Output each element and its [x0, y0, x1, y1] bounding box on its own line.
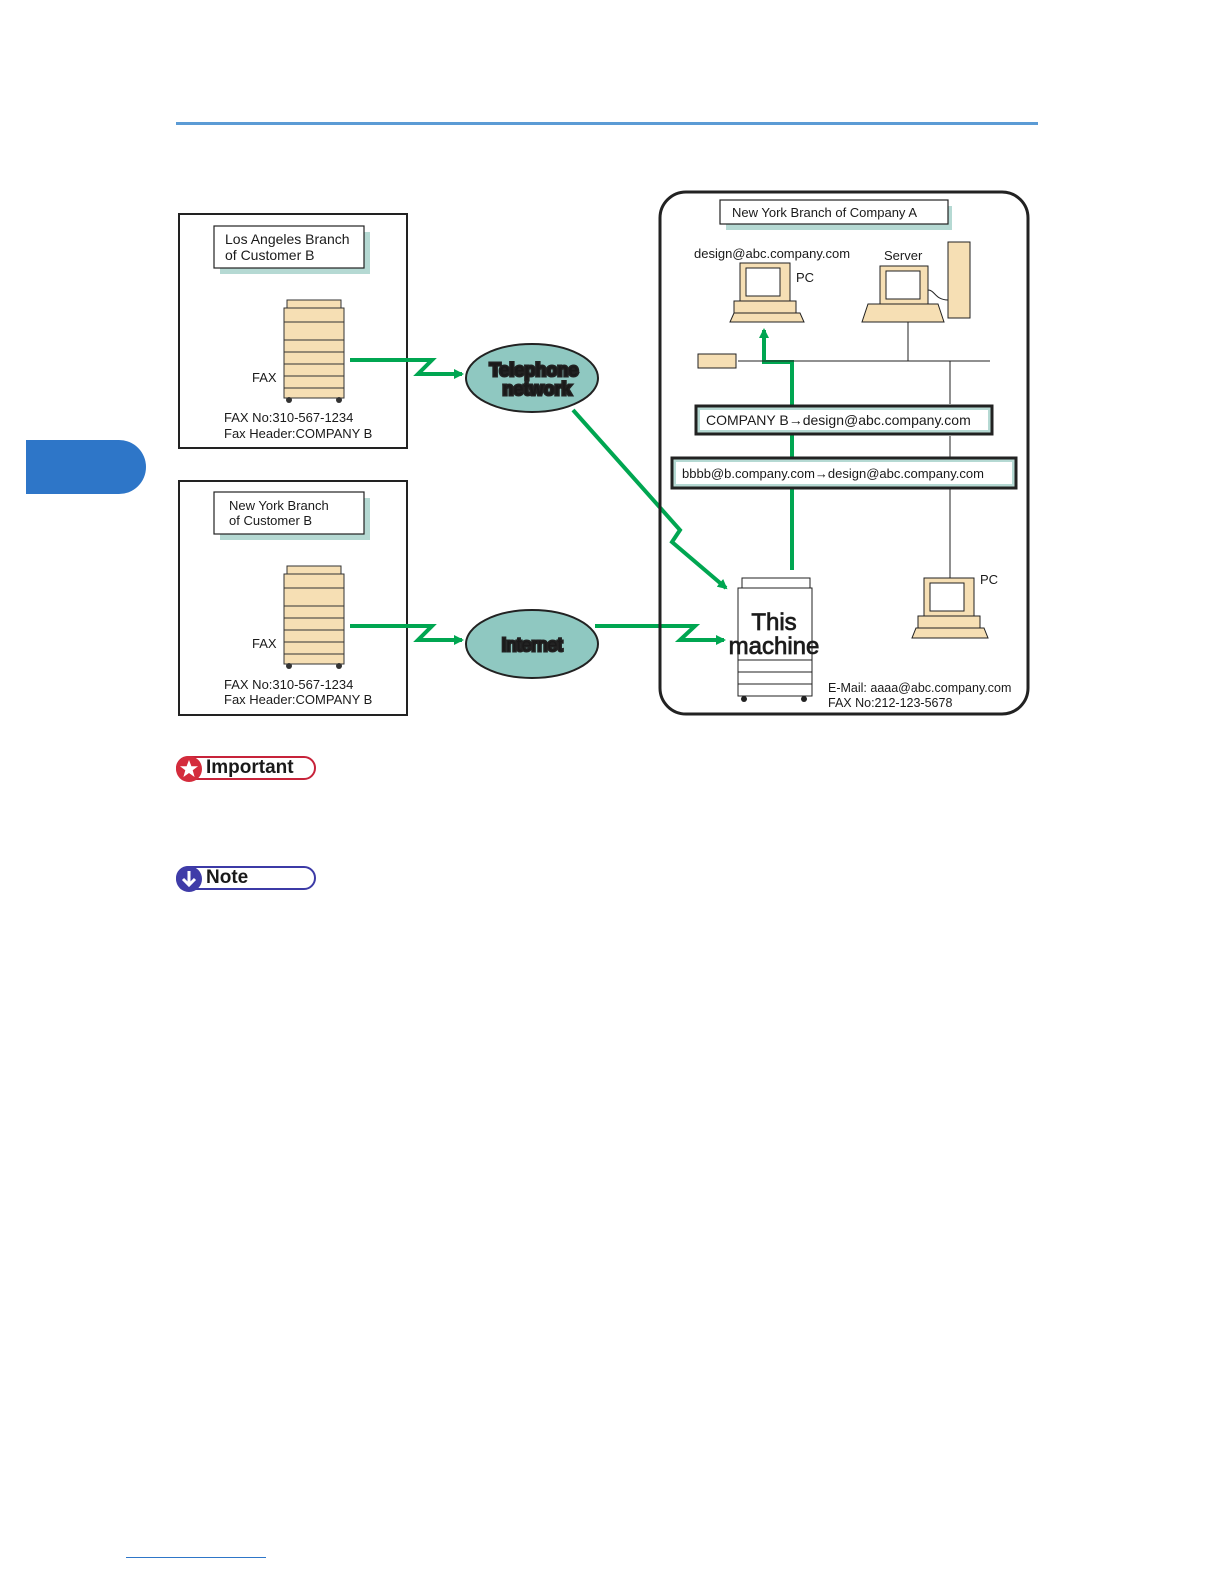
ny-customer-title-1: New York Branch — [229, 498, 329, 513]
ny-customer-title-2: of Customer B — [229, 513, 312, 528]
la-fax-label: FAX — [252, 370, 277, 385]
note-badge: Note — [176, 866, 316, 892]
server-icon — [861, 241, 971, 323]
internet-bubble: Internet — [465, 609, 599, 679]
important-label: Important — [206, 757, 294, 778]
fax-machine-icon — [283, 299, 345, 403]
pc-icon — [911, 577, 989, 639]
route-fax-text: COMPANY B→design@abc.company.com — [706, 412, 971, 428]
route-email-box: bbbb@b.company.com→design@abc.company.co… — [670, 456, 1018, 490]
note-label: Note — [206, 867, 249, 888]
machine-label-1: This — [751, 609, 796, 636]
pc-label-bottom: PC — [980, 572, 998, 587]
telephone-label-1: Telephone — [490, 360, 579, 380]
company-a-title: New York Branch of Company A — [732, 205, 917, 220]
important-badge: Important — [176, 756, 316, 782]
telephone-label-2: network — [502, 379, 572, 399]
la-branch-box: Los Angeles Branch of Customer B FAX FAX… — [178, 213, 408, 449]
network-diagram: Los Angeles Branch of Customer B FAX FAX… — [178, 190, 1030, 716]
header-rule — [176, 122, 1038, 125]
this-machine-icon — [737, 577, 813, 702]
ny-fax-label: FAX — [252, 636, 277, 651]
route-fax-box: COMPANY B→design@abc.company.com — [694, 404, 994, 436]
star-icon — [176, 756, 202, 782]
chapter-tab — [26, 440, 146, 494]
ny-customer-box: New York Branch of Customer B FAX FAX No… — [178, 480, 408, 716]
internet-label: Internet — [501, 635, 562, 655]
machine-fax: FAX No:212-123-5678 — [828, 696, 952, 710]
la-branch-title-1: Los Angeles Branch — [225, 231, 350, 247]
company-a-box: New York Branch of Company A design@abc.… — [658, 190, 1030, 716]
la-fax-number: FAX No:310-567-1234 — [224, 410, 353, 425]
la-branch-title-2: of Customer B — [225, 247, 314, 263]
fax-machine-icon — [283, 565, 345, 669]
telephone-network-bubble: Telephone network — [465, 343, 599, 413]
machine-label-2: machine — [729, 633, 820, 660]
ny-fax-number: FAX No:310-567-1234 — [224, 677, 353, 692]
server-label: Server — [884, 248, 923, 263]
machine-email: E-Mail: aaaa@abc.company.com — [828, 681, 1011, 695]
footer-rule — [126, 1557, 266, 1558]
down-arrow-icon — [176, 866, 202, 892]
design-email-label: design@abc.company.com — [694, 246, 850, 261]
pc-icon — [729, 262, 805, 323]
route-email-text: bbbb@b.company.com→design@abc.company.co… — [682, 466, 984, 481]
pc-label-top: PC — [796, 270, 814, 285]
la-fax-header: Fax Header:COMPANY B — [224, 426, 372, 441]
ny-fax-header: Fax Header:COMPANY B — [224, 692, 372, 707]
